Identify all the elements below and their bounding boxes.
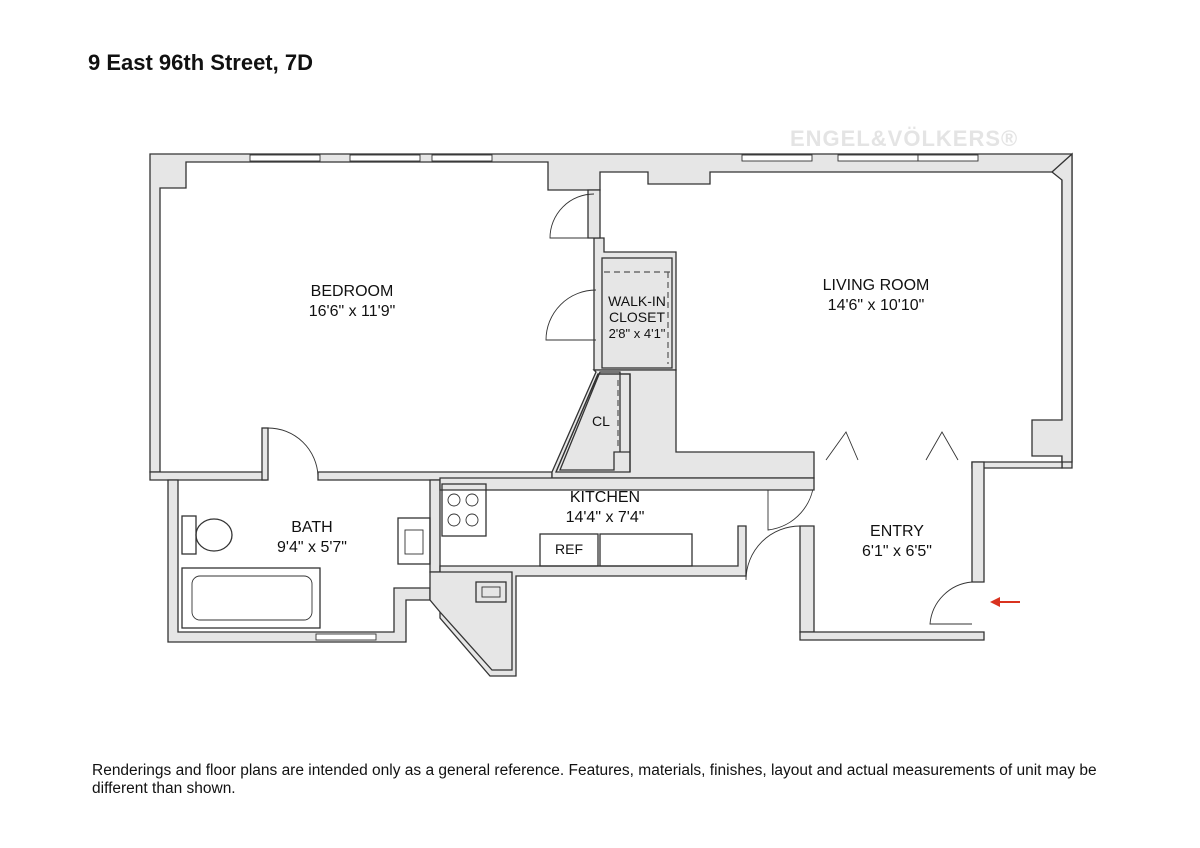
pantry-notch bbox=[429, 571, 513, 671]
window-living-2 bbox=[837, 154, 919, 162]
window-bedroom-1 bbox=[249, 154, 321, 162]
stove-burner bbox=[447, 493, 461, 507]
entry-size: 6'1" x 6'5" bbox=[862, 543, 932, 560]
living-room-size: 14'6" x 10'10" bbox=[828, 297, 925, 314]
counter bbox=[599, 533, 693, 567]
door-swing-entry-inner bbox=[745, 525, 801, 581]
upper-partition-wall bbox=[587, 189, 601, 239]
kitchen-name: KITCHEN bbox=[570, 489, 640, 506]
door-swing-bedroom-upper bbox=[549, 193, 595, 239]
toilet-tank bbox=[181, 515, 197, 555]
living-room-name: LIVING ROOM bbox=[823, 277, 930, 294]
bath-size: 9'4" x 5'7" bbox=[277, 539, 347, 556]
exterior-wall-right bbox=[971, 152, 1073, 469]
door-swing-closet bbox=[545, 289, 597, 341]
door-swing-bath bbox=[267, 427, 319, 477]
entry-arrow-icon bbox=[990, 597, 1020, 607]
door-swing-living-left bbox=[825, 431, 859, 461]
window-bedroom-2 bbox=[349, 154, 421, 162]
bedroom-size: 16'6" x 11'9" bbox=[309, 303, 396, 320]
entry-right-wall bbox=[971, 461, 985, 583]
entry-left-wall bbox=[799, 525, 815, 633]
walk-in-closet-name-2: CLOSET bbox=[609, 309, 665, 325]
window-living-3 bbox=[917, 154, 979, 162]
cl-closet-outline bbox=[555, 373, 631, 473]
bath-outer-wall bbox=[167, 479, 431, 643]
window-bedroom-3 bbox=[431, 154, 493, 162]
page-title: 9 East 96th Street, 7D bbox=[88, 50, 313, 75]
refrigerator bbox=[539, 533, 599, 567]
cl-closet-label: CL bbox=[592, 413, 610, 429]
stove-burner bbox=[447, 513, 461, 527]
kitchen-sink-basin bbox=[481, 586, 501, 598]
brand-watermark: ENGEL&VÖLKERS® bbox=[790, 126, 1019, 151]
door-swing-entry-front bbox=[929, 581, 973, 625]
walk-in-closet-size: 2'8" x 4'1" bbox=[609, 326, 666, 341]
bath-kitchen-wall bbox=[429, 479, 441, 573]
bath-name: BATH bbox=[291, 519, 332, 536]
kitchen-size: 14'4" x 7'4" bbox=[566, 509, 645, 526]
disclaimer-text: Renderings and floor plans are intended … bbox=[92, 762, 1097, 797]
walk-in-closet-name-1: WALK-IN bbox=[608, 293, 666, 309]
window-bath bbox=[315, 633, 377, 641]
door-swing-living-right bbox=[925, 431, 959, 461]
bath-sink-basin bbox=[404, 529, 424, 555]
window-living-1 bbox=[741, 154, 813, 162]
entry-name: ENTRY bbox=[870, 523, 924, 540]
stove-burner bbox=[465, 513, 479, 527]
bedroom-bottom-wall bbox=[149, 471, 267, 481]
stove-burner bbox=[465, 493, 479, 507]
bathtub-inner bbox=[191, 575, 313, 621]
toilet-bowl bbox=[195, 518, 233, 552]
kitchen-top-wall bbox=[439, 477, 815, 491]
walk-in-closet-outline bbox=[601, 257, 673, 369]
refrigerator-label: REF bbox=[555, 541, 583, 557]
entry-bottom-wall bbox=[799, 631, 985, 641]
stove bbox=[441, 483, 487, 537]
bath-door-jamb bbox=[261, 427, 269, 481]
bedroom-name: BEDROOM bbox=[311, 283, 394, 300]
bathtub bbox=[181, 567, 321, 629]
kitchen-sink bbox=[475, 581, 507, 603]
bath-sink bbox=[397, 517, 431, 565]
